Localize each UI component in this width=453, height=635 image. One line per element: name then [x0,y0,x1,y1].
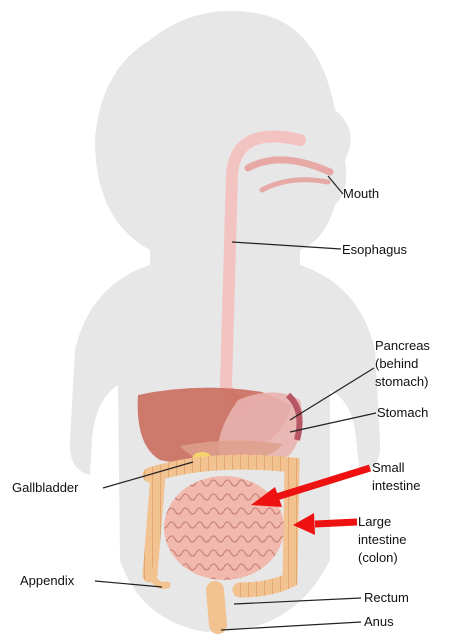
stomach-label: Stomach [377,405,428,420]
rectum-shape [215,590,218,625]
appendix-label: Appendix [20,573,75,588]
mouth-label: Mouth [343,186,379,201]
small-intestine-label-line-2: intestine [372,478,420,493]
pancreas-label-line-1: Pancreas [375,338,430,353]
pancreas-label-line-2: (behind [375,356,418,371]
anus-label: Anus [364,614,394,629]
pancreas-label-line-3: stomach) [375,374,428,389]
large-intestine-label-line-2: intestine [358,532,406,547]
large-intestine-label-line-3: (colon) [358,550,398,565]
large-intestine-label-line-1: Large [358,514,391,529]
gallbladder-label: Gallbladder [12,480,79,495]
large-intestine-arrow-shaft [315,522,357,524]
small-intestine-shape [164,476,284,580]
esophagus-label: Esophagus [342,242,408,257]
rectum-label: Rectum [364,590,409,605]
small-intestine-label-line-1: Small [372,460,405,475]
